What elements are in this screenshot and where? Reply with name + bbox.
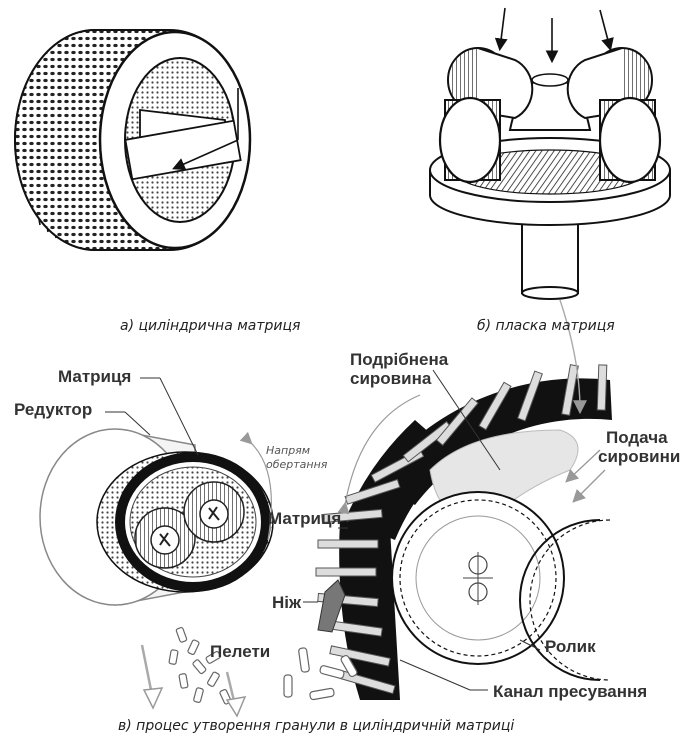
label-crushed-raw-material-2: сировина (350, 369, 431, 388)
caption-pellet-process: в) процес утворення гранули в циліндричн… (118, 718, 514, 734)
label-reducer: Редуктор (14, 400, 92, 419)
label-raw-material-feed-1: Подача (606, 428, 668, 447)
label-knife: Ніж (272, 593, 301, 612)
label-pressing-channel: Канал пресування (493, 682, 647, 701)
caption-flat-die: б) пласка матриця (477, 318, 615, 334)
cylindrical-die-drawing (15, 30, 250, 250)
pellet-mill-module-drawing (40, 378, 273, 716)
label-matrix-middle: Матриця (268, 509, 341, 528)
label-pellets: Пелети (210, 642, 270, 661)
flat-die-drawing (430, 8, 670, 299)
label-roller: Ролик (545, 637, 596, 656)
label-matrix-top: Матриця (58, 367, 131, 386)
label-crushed-raw-material-1: Подрібнена (350, 350, 448, 369)
caption-cylindrical-die: а) циліндрична матриця (120, 318, 300, 334)
label-rotation-direction-1: Напрям (266, 444, 310, 458)
label-rotation-direction-2: обертання (266, 458, 327, 472)
label-raw-material-feed-2: сировини (598, 447, 680, 466)
